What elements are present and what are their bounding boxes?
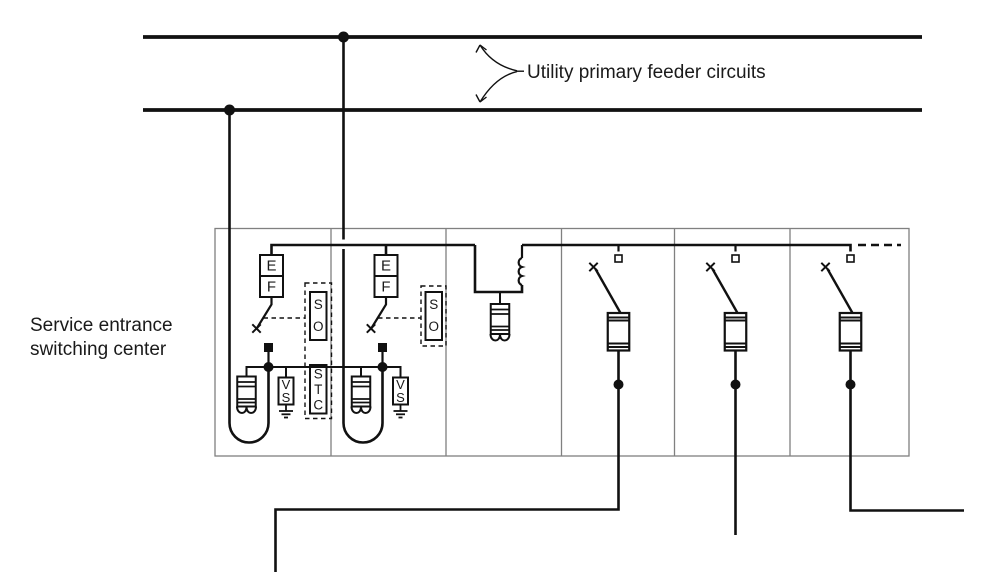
operator-dashed-enclosure (420, 285, 447, 347)
ef-relay-label-f: F (267, 279, 276, 296)
power-fuse (723, 311, 748, 352)
ef-relay-label-f: F (381, 279, 390, 296)
stationary-contact-square (378, 343, 387, 352)
vs-label-s: S (396, 390, 405, 405)
incoming-cable-loop (342, 249, 384, 444)
so-operator-box (309, 291, 328, 341)
feeder-section-1 (274, 245, 631, 572)
internal-main-bus (270, 243, 901, 255)
incoming-cable-loop (228, 110, 270, 444)
bus-segment-right (522, 243, 852, 252)
brace-arrows-icon (475, 44, 524, 103)
switchgear-enclosure (214, 227, 910, 457)
switch-blade (826, 268, 854, 314)
coil-fuse-section (473, 245, 526, 342)
ground-symbol-icon (278, 403, 294, 419)
switch-blade (594, 268, 622, 314)
coil-winding-icon (517, 245, 526, 287)
ef-relay-label-e: E (266, 258, 276, 275)
feeder-annotation: Utility primary feeder circuits (475, 44, 766, 103)
service-entrance-label-line1: Service entrance (30, 315, 173, 336)
vs-label-s: S (282, 390, 291, 405)
disconnect-switch-blade (370, 297, 388, 329)
bus-segment-left (270, 243, 475, 255)
service-entrance-label: Service entrance switching center (30, 315, 173, 360)
so-label-o: O (429, 319, 440, 334)
so-label-o: O (313, 319, 324, 334)
stationary-contact-square (264, 343, 273, 352)
so-label-s: S (429, 297, 438, 312)
vs-label-v: V (396, 377, 405, 392)
incoming-section-2: E F S O V S (342, 37, 447, 444)
stc-label-c: C (313, 398, 323, 413)
so-operator-box (424, 291, 443, 341)
stationary-contact-square (614, 254, 623, 263)
switch-contact-x-icon (251, 323, 262, 334)
feeder-section-2 (705, 245, 748, 535)
stc-box (309, 364, 328, 415)
power-fuse (838, 311, 863, 352)
stationary-contact-square (846, 254, 855, 263)
ground-symbol-icon (392, 403, 409, 419)
power-fuse (606, 311, 631, 352)
operator-dashed-enclosure (304, 282, 333, 420)
drawout-fuse (350, 375, 372, 408)
drawout-fuse (236, 375, 257, 408)
switch-contact-x-icon (365, 323, 377, 334)
so-label-s: S (314, 297, 323, 312)
ef-relay-label-e: E (381, 258, 391, 275)
load-cable (274, 350, 620, 572)
branch-conductors (360, 366, 402, 378)
switch-blade (711, 268, 739, 314)
service-entrance-label-line2: switching center (30, 339, 167, 360)
load-cable (849, 350, 964, 512)
vs-label-v: V (282, 377, 291, 392)
switch-contact-x-icon (705, 261, 716, 273)
disconnect-switch-blade (256, 297, 273, 329)
incoming-section-1: E F S O S T C V S (228, 110, 400, 444)
stc-label-s: S (314, 367, 323, 382)
feeder-section-3 (820, 254, 964, 512)
stationary-contact-square (731, 254, 740, 263)
branch-conductors (245, 366, 400, 378)
utility-feeders-label: Utility primary feeder circuits (527, 62, 766, 83)
switch-contact-x-icon (588, 261, 599, 273)
bus-jog (473, 245, 524, 294)
drawout-fuse (489, 303, 511, 335)
switch-contact-x-icon (820, 261, 831, 273)
stc-label-t: T (314, 382, 322, 397)
